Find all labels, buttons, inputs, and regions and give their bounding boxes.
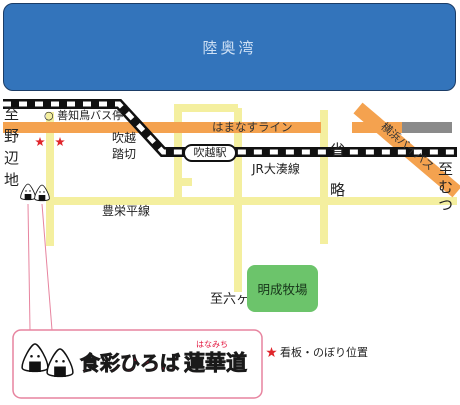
- logo-name-kanji: 蓮華道: [184, 351, 248, 376]
- crossing-label: 吹越踏切: [112, 131, 137, 161]
- bus-stop-label: ○ 善知鳥バス停: [44, 109, 124, 122]
- road-hamanasu-line: [3, 122, 321, 133]
- star-icon: [35, 137, 45, 147]
- logo-ruby: はなみち: [196, 340, 228, 349]
- ranch-label: 明成牧場: [257, 282, 308, 297]
- pointer-line: [27, 203, 31, 331]
- bay-area: 陸奥湾: [3, 3, 456, 91]
- bay-label: 陸奥湾: [202, 38, 257, 57]
- pointer-line: [41, 203, 53, 331]
- star-icon: [55, 137, 65, 147]
- legend-label: 看板・のぼり位置: [280, 346, 368, 359]
- road-gray-segment: [402, 122, 452, 133]
- railway-ties: [3, 101, 457, 155]
- star-icon: [266, 347, 277, 357]
- road-houei-label: 豊栄平線: [102, 204, 151, 218]
- rail-line-label: JR大湊線: [252, 162, 300, 176]
- direction-mutsu: 至むつ: [436, 161, 454, 215]
- onigiri-icon: [20, 183, 36, 201]
- ranch-box: 明成牧場: [247, 265, 318, 312]
- logo-name: 食彩ひろば: [80, 351, 181, 376]
- omitted-label: 省略: [328, 142, 346, 222]
- station-label: 吹越駅: [183, 144, 237, 162]
- road-hamanasu-label: はまなすライン: [212, 120, 293, 134]
- logo-box: [12, 329, 263, 399]
- direction-noheji: 至野辺地: [2, 106, 20, 194]
- road-station-loop: [174, 104, 238, 205]
